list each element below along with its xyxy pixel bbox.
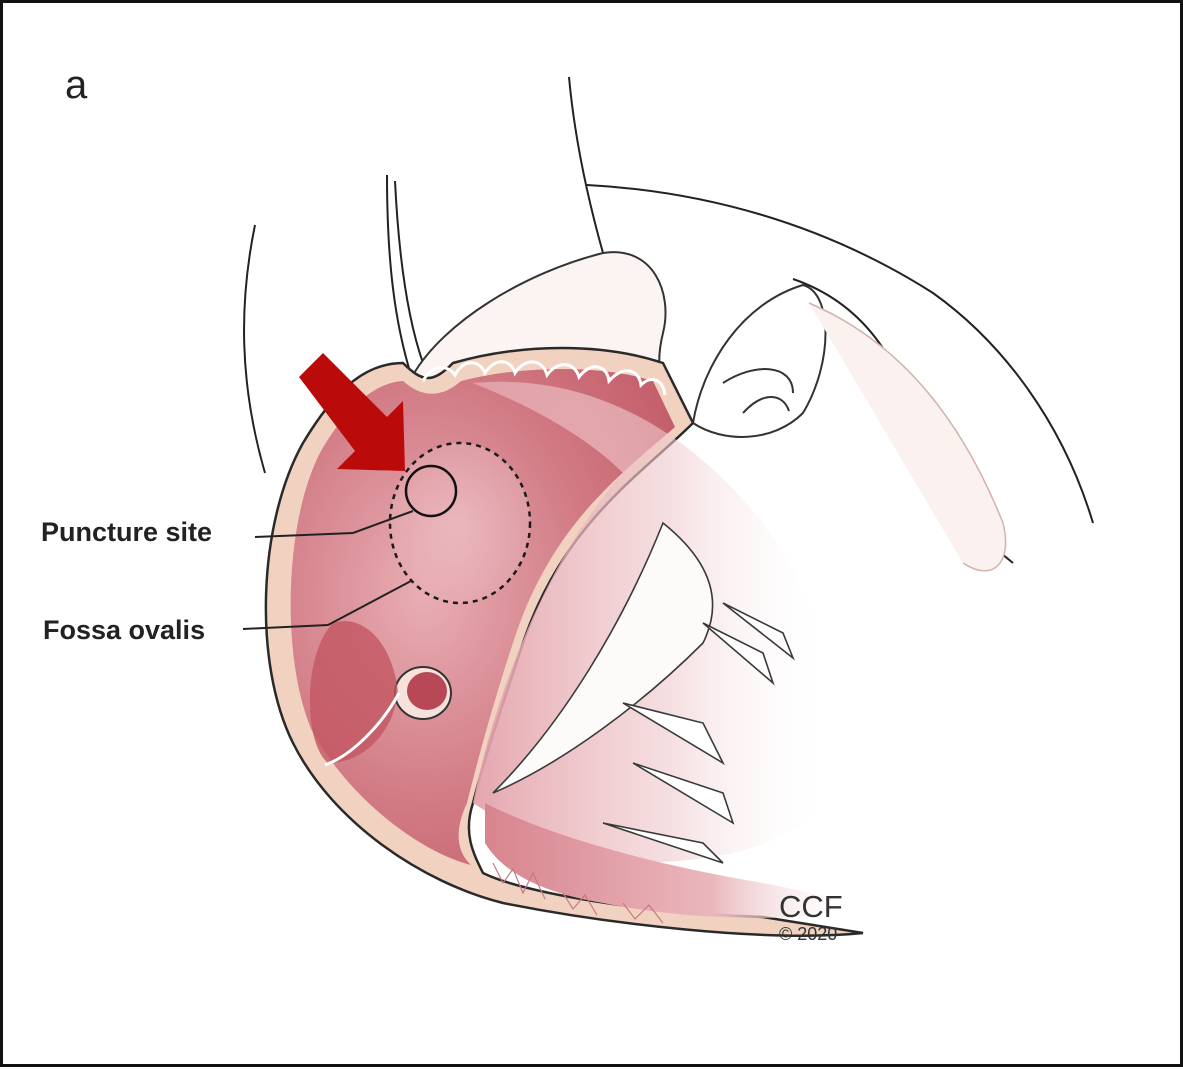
credit-copyright: © 2020 [779, 924, 837, 945]
coronary-sinus-ostium [395, 667, 451, 719]
panel-letter: a [65, 63, 87, 108]
fossa-ovalis-outline [390, 443, 530, 603]
credit-organization: CCF [779, 889, 843, 925]
puncture-site-label: Puncture site [41, 517, 212, 548]
fossa-ovalis-label: Fossa ovalis [43, 615, 205, 646]
